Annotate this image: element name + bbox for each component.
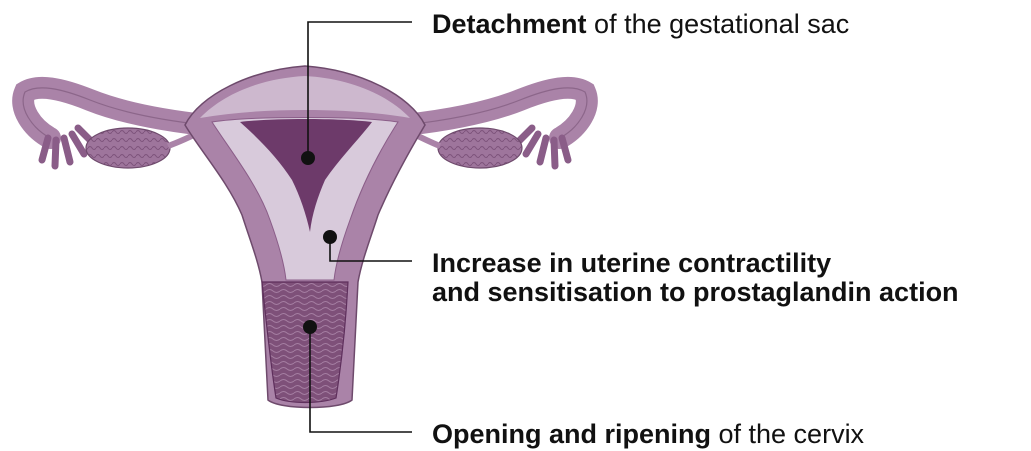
left-ovary [86,128,170,168]
annotation-detachment-rest: of the gestational sac [587,9,850,39]
marker-dot-1 [301,151,315,165]
cervix [262,282,348,403]
marker-dot-2 [323,230,337,244]
annotation-detachment: Detachment of the gestational sac [432,10,849,39]
marker-dot-3 [303,320,317,334]
annotation-cervix-rest: of the cervix [711,419,864,449]
annotation-cervix: Opening and ripening of the cervix [432,420,864,449]
annotation-detachment-bold: Detachment [432,9,587,39]
annotation-cervix-bold: Opening and ripening [432,419,711,449]
annotation-contractility-line1: Increase in uterine contractility [432,248,831,278]
right-ovary [438,128,522,168]
annotation-contractility: Increase in uterine contractility and se… [432,249,959,307]
annotation-contractility-line2: and sensitisation to prostaglandin actio… [432,277,959,307]
